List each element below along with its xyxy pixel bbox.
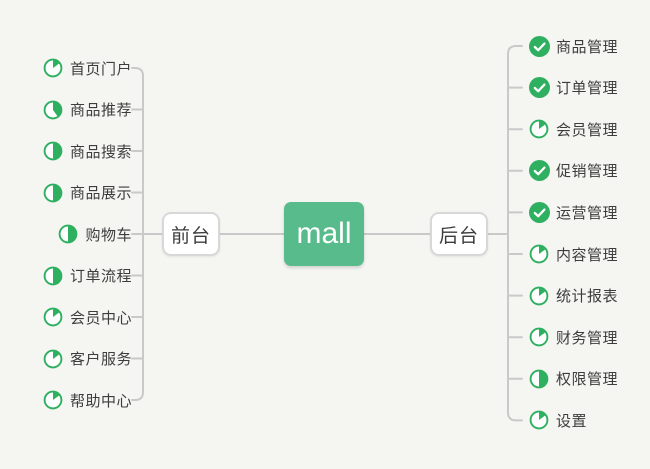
item-label: 权限管理 — [556, 371, 619, 389]
mindmap-item[interactable]: 购物车 — [57, 222, 132, 246]
item-label: 内容管理 — [556, 246, 619, 264]
mindmap-item[interactable]: 商品搜索 — [42, 139, 132, 163]
check-circle-icon — [528, 201, 550, 223]
progress-pie-icon — [42, 306, 64, 328]
item-label: 会员中心 — [69, 309, 132, 327]
check-circle-icon — [528, 35, 550, 57]
progress-pie-icon — [42, 182, 64, 204]
mindmap-item[interactable]: 运营管理 — [528, 200, 618, 224]
progress-pie-icon — [528, 409, 550, 431]
item-label: 商品管理 — [556, 38, 619, 56]
progress-pie-icon — [528, 118, 550, 140]
mindmap-item[interactable]: 权限管理 — [528, 367, 618, 391]
check-circle-icon — [528, 77, 550, 99]
mindmap-item[interactable]: 首页门户 — [42, 56, 132, 80]
item-label: 首页门户 — [69, 60, 132, 78]
mindmap-item[interactable]: 订单流程 — [42, 264, 132, 288]
progress-pie-icon — [57, 223, 79, 245]
item-label: 订单流程 — [69, 268, 132, 285]
item-label: 帮助中心 — [69, 392, 132, 410]
item-label: 商品展示 — [69, 185, 132, 202]
item-label: 客户服务 — [69, 351, 132, 368]
branch-node-frontend[interactable]: 前台 — [162, 212, 220, 256]
branch-node-backend[interactable]: 后台 — [430, 212, 488, 256]
item-label: 订单管理 — [556, 80, 619, 98]
mindmap-item[interactable]: 设置 — [528, 408, 587, 432]
mindmap-item[interactable]: 帮助中心 — [42, 388, 132, 412]
progress-pie-icon — [528, 243, 550, 265]
progress-pie-icon — [42, 389, 64, 411]
item-label: 统计报表 — [556, 288, 619, 306]
mindmap-item[interactable]: 订单管理 — [528, 76, 618, 100]
check-circle-icon — [528, 160, 550, 182]
item-label: 财务管理 — [556, 329, 619, 347]
item-label: 商品搜索 — [69, 143, 132, 161]
mindmap-item[interactable]: 会员中心 — [42, 305, 132, 329]
item-label: 会员管理 — [556, 121, 619, 139]
mindmap-item[interactable]: 商品推荐 — [42, 98, 132, 122]
progress-pie-icon — [528, 285, 550, 307]
mindmap-item[interactable]: 促销管理 — [528, 159, 618, 183]
mindmap-item[interactable]: 财务管理 — [528, 325, 618, 349]
mindmap-item[interactable]: 商品管理 — [528, 34, 618, 58]
progress-pie-icon — [42, 57, 64, 79]
item-label: 运营管理 — [556, 204, 619, 222]
progress-pie-icon — [528, 368, 550, 390]
mindmap-item[interactable]: 内容管理 — [528, 242, 618, 266]
progress-pie-icon — [42, 140, 64, 162]
progress-pie-icon — [528, 326, 550, 348]
item-label: 促销管理 — [556, 163, 619, 181]
progress-pie-icon — [42, 348, 64, 370]
item-label: 购物车 — [85, 226, 132, 244]
mindmap-item[interactable]: 会员管理 — [528, 117, 618, 141]
item-label: 商品推荐 — [69, 102, 132, 119]
progress-pie-icon — [42, 99, 64, 121]
mindmap-item[interactable]: 商品展示 — [42, 181, 132, 205]
branch-lines — [131, 45, 523, 422]
root-node-mall[interactable]: mall — [284, 202, 364, 266]
mindmap-item[interactable]: 统计报表 — [528, 284, 618, 308]
progress-pie-icon — [42, 265, 64, 287]
mindmap-item[interactable]: 客户服务 — [42, 347, 132, 371]
item-label: 设置 — [556, 412, 588, 430]
